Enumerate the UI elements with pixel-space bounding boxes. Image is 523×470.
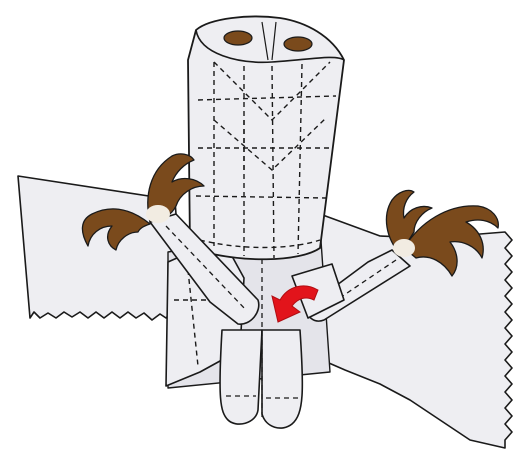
left-leg (220, 330, 262, 424)
body-tube (188, 17, 344, 260)
left-eye (224, 31, 252, 45)
right-leg (262, 330, 302, 428)
right-eye (284, 37, 312, 51)
